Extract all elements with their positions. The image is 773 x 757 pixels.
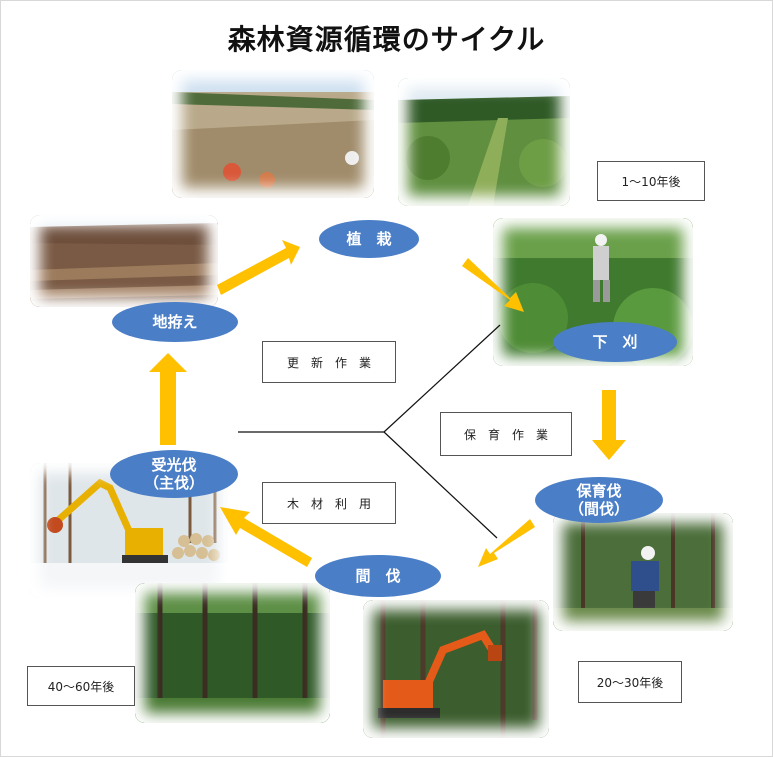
photo-young-forest: [398, 78, 570, 206]
stage-final-cut: 受光伐 （主伐）: [110, 450, 238, 498]
arrow-to-thinning-care: [592, 390, 626, 460]
category-tending: 保 育 作 業: [440, 412, 572, 456]
stage-planting: 植 栽: [319, 220, 419, 258]
arrow-to-planting: [217, 240, 300, 295]
stage-thinning: 間 伐: [315, 555, 441, 597]
stage-site-prep: 地拵え: [112, 302, 238, 342]
photo-cleared-land: [30, 215, 218, 307]
arrow-to-site-prep: [149, 353, 187, 445]
photo-mature-forest: [135, 583, 330, 723]
stage-thinning-care: 保育伐 （間伐）: [535, 477, 663, 523]
stage-weeding: 下 刈: [553, 322, 677, 362]
photo-planting-slope: [172, 70, 374, 198]
photo-thinning-care: [553, 513, 733, 631]
period-1-10-years: 1～10年後: [597, 161, 705, 201]
photo-weeding: [493, 218, 693, 366]
category-renewal: 更 新 作 業: [262, 341, 396, 383]
arrow-to-thinning: [478, 519, 535, 567]
period-20-30-years: 20～30年後: [578, 661, 682, 703]
period-40-60-years: 40～60年後: [27, 666, 135, 706]
diagram-title: 森林資源循環のサイクル: [227, 23, 546, 56]
photo-thinning-excavator: [363, 600, 549, 738]
category-timber: 木 材 利 用: [262, 482, 396, 524]
